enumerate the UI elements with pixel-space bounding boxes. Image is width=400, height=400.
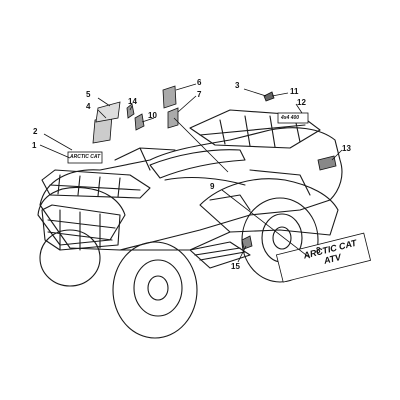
callout-12: 12 (297, 98, 306, 107)
front-fender (37, 186, 126, 246)
fender-decal-5 (95, 101, 121, 123)
callout-6: 6 (197, 78, 202, 87)
front-bumper (41, 204, 121, 251)
callout-3: 3 (235, 81, 240, 90)
front-wheel (112, 241, 198, 339)
callout-5: 5 (86, 90, 91, 99)
decal-3 (263, 91, 275, 102)
rear-decal-text: 4x4 400 (281, 115, 300, 121)
rear-rack (189, 109, 321, 149)
rear-decal-panel (277, 112, 309, 124)
decal-10 (134, 113, 145, 131)
decal-6 (162, 85, 177, 109)
large-decal (275, 232, 372, 283)
callout-10: 10 (148, 111, 157, 120)
atv-body-outline (39, 127, 343, 251)
callout-2: 2 (33, 127, 38, 136)
callout-15: 15 (231, 262, 240, 271)
callout-11: 11 (290, 87, 299, 96)
rear-fender (199, 178, 339, 236)
front-decal-text: ARCTIC CAT (70, 154, 101, 160)
handlebar (114, 147, 176, 171)
front-left-wheel (39, 229, 101, 287)
callout-7: 7 (197, 90, 202, 99)
callout-13: 13 (342, 144, 351, 153)
callout-4: 4 (86, 102, 91, 111)
leader-lines (39, 83, 343, 263)
seat (149, 149, 246, 179)
callout-8: 8 (316, 246, 321, 255)
callout-9: 9 (210, 182, 215, 191)
front-rack (41, 169, 151, 199)
decal-15 (241, 235, 253, 250)
callout-1: 1 (32, 141, 37, 150)
callout-14: 14 (128, 97, 137, 106)
footrest (189, 241, 251, 269)
decal-13 (317, 155, 337, 171)
decal-7 (167, 107, 179, 129)
decal-14 (126, 103, 135, 119)
